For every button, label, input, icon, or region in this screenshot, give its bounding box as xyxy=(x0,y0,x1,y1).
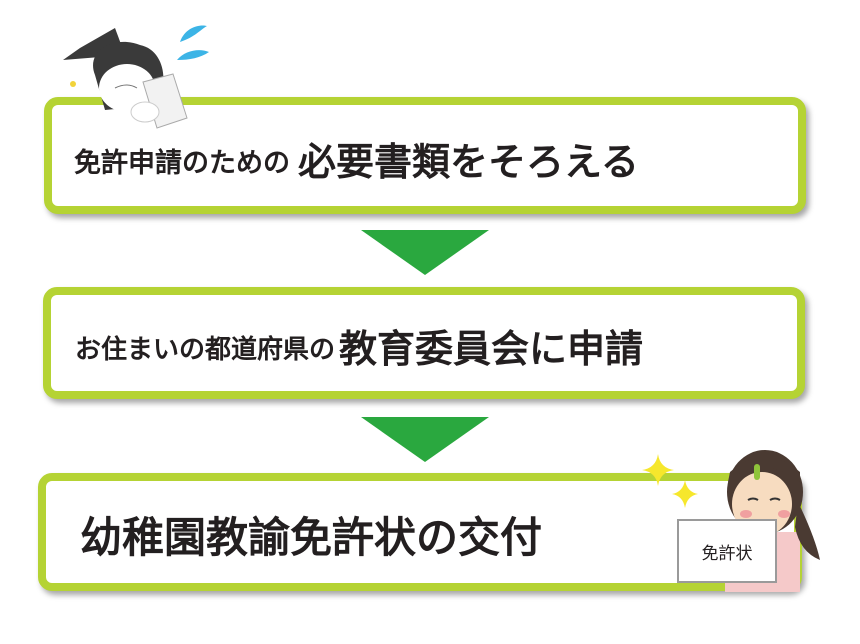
cat-mascot-icon xyxy=(63,28,188,129)
license-card-label: 免許状 xyxy=(701,543,753,564)
step-1-prefix: 免許申請のための xyxy=(74,148,290,179)
step-1-box: 免許申請のための 必要書類をそろえる xyxy=(44,97,806,214)
step-2-prefix: お住まいの都道府県の xyxy=(75,334,336,365)
down-arrow-2 xyxy=(361,417,489,462)
sparkle-icon xyxy=(642,454,698,508)
step-3-emphasis: 幼稚園教諭免許状の交付 xyxy=(80,512,543,562)
step-3-box: 幼稚園教諭免許状の交付 xyxy=(38,473,802,591)
license-card: 免許状 xyxy=(677,519,777,583)
step-2-emphasis: 教育委員会に申請 xyxy=(339,326,644,371)
step-1-emphasis: 必要書類をそろえる xyxy=(298,140,639,184)
down-arrow-1 xyxy=(361,230,489,275)
step-2-box: お住まいの都道府県の 教育委員会に申請 xyxy=(43,287,805,399)
sweat-drops-icon xyxy=(177,25,209,60)
